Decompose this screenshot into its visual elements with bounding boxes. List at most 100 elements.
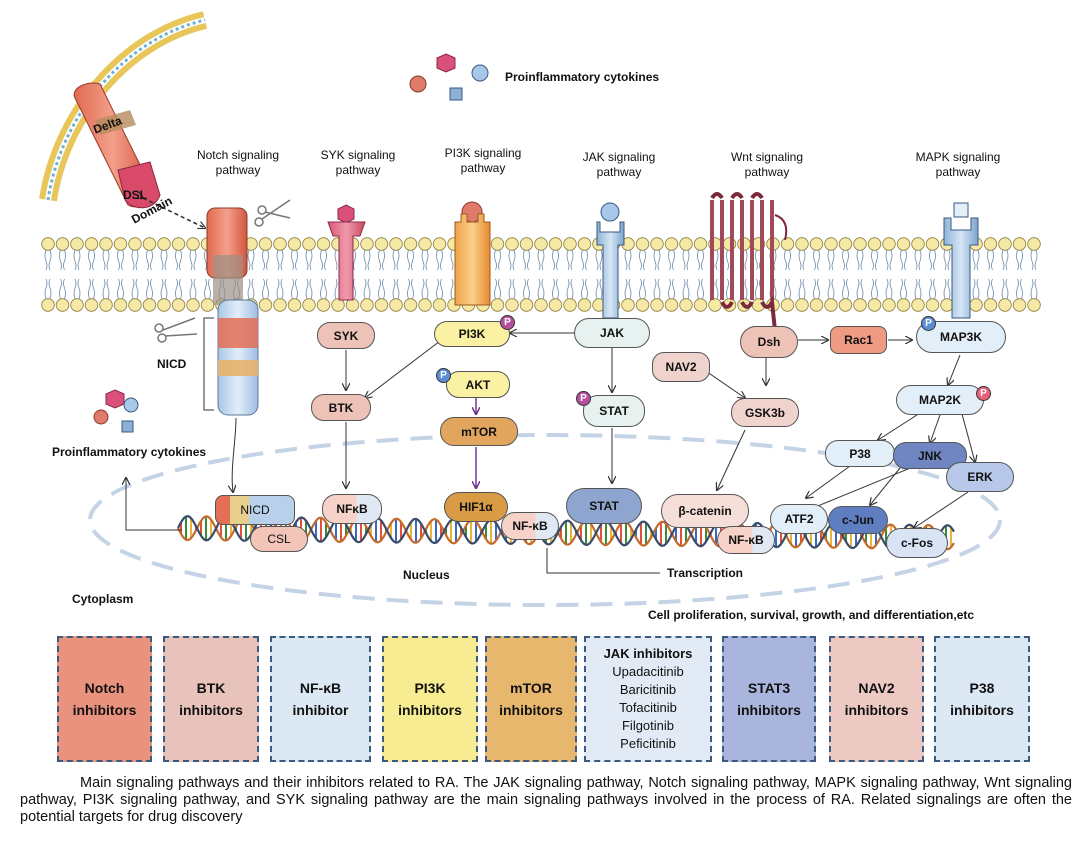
nicd-nucleus-node: NICD	[215, 495, 295, 525]
jak-title-line2: pathway	[596, 165, 642, 179]
notch-pathway-title: Notch signaling pathway	[183, 148, 293, 178]
wnt-title-line2: pathway	[744, 165, 790, 179]
cjun-node: c-Jun	[828, 506, 888, 534]
cytokines-left	[93, 389, 139, 433]
dsl-label: DSL	[123, 188, 147, 202]
beta-catenin-node: β-catenin	[661, 494, 749, 528]
pi3k-title-line2: pathway	[460, 161, 506, 175]
wnt-pathway-title: Wnt signaling pathway	[712, 150, 822, 180]
inhibitor-nfkb: NF-κB inhibitor	[270, 636, 371, 762]
inhibitor-target: Notch	[84, 680, 125, 696]
inhibitor-suffix: inhibitors	[179, 702, 243, 718]
pi3k-title-line1: PI3K signaling	[444, 146, 522, 160]
nucleus-label: Nucleus	[403, 568, 450, 582]
mapk-title-line1: MAPK signaling	[915, 150, 1001, 164]
inhibitor-target: P38	[969, 680, 995, 696]
lipid-bilayer	[41, 237, 1041, 312]
p38-node: P38	[825, 440, 895, 467]
transcription-label: Transcription	[667, 566, 744, 580]
drug-name: Baricitinib	[619, 682, 677, 697]
atf2-node: ATF2	[770, 504, 828, 534]
inhibitor-nav2: NAV2 inhibitors	[829, 636, 924, 762]
map3k-node: MAP3K	[916, 321, 1006, 353]
jak-receptor	[596, 202, 625, 319]
inhibitor-target: NF-κB	[299, 680, 342, 696]
inhibitor-suffix: inhibitors	[398, 702, 462, 718]
nav2-node: NAV2	[652, 352, 710, 382]
phospho-badge: P	[921, 316, 936, 331]
inhibitor-target: mTOR	[510, 680, 552, 696]
hif1a-node: HIF1α	[444, 492, 508, 522]
jak-node: JAK	[574, 318, 650, 348]
figure-caption: Main signaling pathways and their inhibi…	[20, 775, 1072, 825]
inhibitor-stat3: STAT3 inhibitors	[722, 636, 816, 762]
cytokines-top-label: Proinflammatory cytokines	[505, 70, 660, 84]
syk-title-line2: pathway	[335, 163, 381, 177]
syk-pathway-title: SYK signaling pathway	[303, 148, 413, 178]
outcome-label: Cell proliferation, survival, growth, an…	[648, 608, 975, 622]
inhibitor-btk: BTK inhibitors	[163, 636, 259, 762]
inhibitor-target: BTK	[196, 680, 226, 696]
cytokines-left-label: Proinflammatory cytokines	[52, 445, 207, 459]
inhibitor-suffix: inhibitors	[499, 702, 563, 718]
cytoplasm-label: Cytoplasm	[72, 592, 134, 606]
erk-node: ERK	[946, 462, 1014, 492]
nucleus-envelope	[88, 433, 1002, 607]
notch-title-line1: Notch signaling	[196, 148, 280, 162]
syk-receptor	[327, 204, 366, 301]
gsk3b-node: GSK3b	[731, 398, 799, 427]
mapk-title-line2: pathway	[935, 165, 981, 179]
delta-ligand	[73, 82, 161, 209]
inhibitor-suffix: inhibitors	[844, 702, 909, 718]
wnt-frizzled-receptor	[710, 192, 788, 341]
jak-pathway-title: JAK signaling pathway	[564, 150, 674, 180]
phospho-badge: P	[436, 368, 451, 383]
pi3k-receptor	[454, 201, 491, 306]
phospho-badge: P	[976, 386, 991, 401]
akt-node: AKT	[446, 371, 510, 398]
inhibitor-target: PI3K	[414, 680, 446, 696]
inhibitor-p38: P38 inhibitors	[934, 636, 1030, 762]
stat-node: STAT	[583, 395, 645, 427]
inhibitor-notch: Notch inhibitors	[57, 636, 152, 762]
csl-node: CSL	[250, 526, 308, 552]
btk-node: BTK	[311, 394, 371, 421]
inhibitor-pi3k: PI3K inhibitors	[382, 636, 478, 762]
nfkb-node-2: NF-κB	[501, 512, 559, 540]
mapk-pathway-title: MAPK signaling pathway	[903, 150, 1013, 180]
map2k-node: MAP2K	[896, 385, 984, 415]
inhibitor-target: JAK inhibitors	[603, 646, 693, 661]
inhibitor-suffix: inhibitors	[737, 702, 801, 718]
inhibitor-jak: JAK inhibitors Upadacitinib Baricitinib …	[584, 636, 712, 762]
inhibitor-mtor: mTOR inhibitors	[485, 636, 577, 762]
drug-name: Filgotinib	[621, 718, 675, 733]
phospho-badge: P	[576, 391, 591, 406]
drug-name: Peficitinib	[620, 736, 676, 751]
dsh-node: Dsh	[740, 326, 798, 358]
mapk-receptor	[943, 202, 979, 319]
cytokines-top	[409, 53, 489, 101]
syk-title-line1: SYK signaling	[320, 148, 396, 162]
scissors-icon	[154, 317, 198, 343]
jak-title-line1: JAK signaling	[582, 150, 656, 164]
pi3k-node: PI3K	[434, 321, 510, 347]
inhibitor-suffix: inhibitor	[292, 702, 349, 718]
nicd-bracket	[203, 317, 214, 411]
stat-nucleus-node: STAT	[566, 488, 642, 524]
inhibitor-suffix: inhibitors	[950, 702, 1014, 718]
rac1-node: Rac1	[830, 326, 887, 354]
notch-receptor	[206, 207, 259, 416]
inhibitor-target: STAT3	[747, 680, 791, 696]
wnt-title-line1: Wnt signaling	[730, 150, 804, 164]
drug-name: Upadacitinib	[612, 664, 684, 679]
syk-node: SYK	[317, 322, 375, 349]
nfkb-node-1: NFκB	[322, 494, 382, 524]
mtor-node: mTOR	[440, 417, 518, 446]
nfkb-node-3: NF-κB	[717, 526, 775, 554]
nicd-label: NICD	[157, 357, 187, 371]
cfos-node: c-Fos	[886, 528, 948, 558]
inhibitor-suffix: inhibitors	[72, 702, 137, 718]
notch-title-line2: pathway	[215, 163, 261, 177]
pi3k-pathway-title: PI3K signaling pathway	[428, 146, 538, 176]
